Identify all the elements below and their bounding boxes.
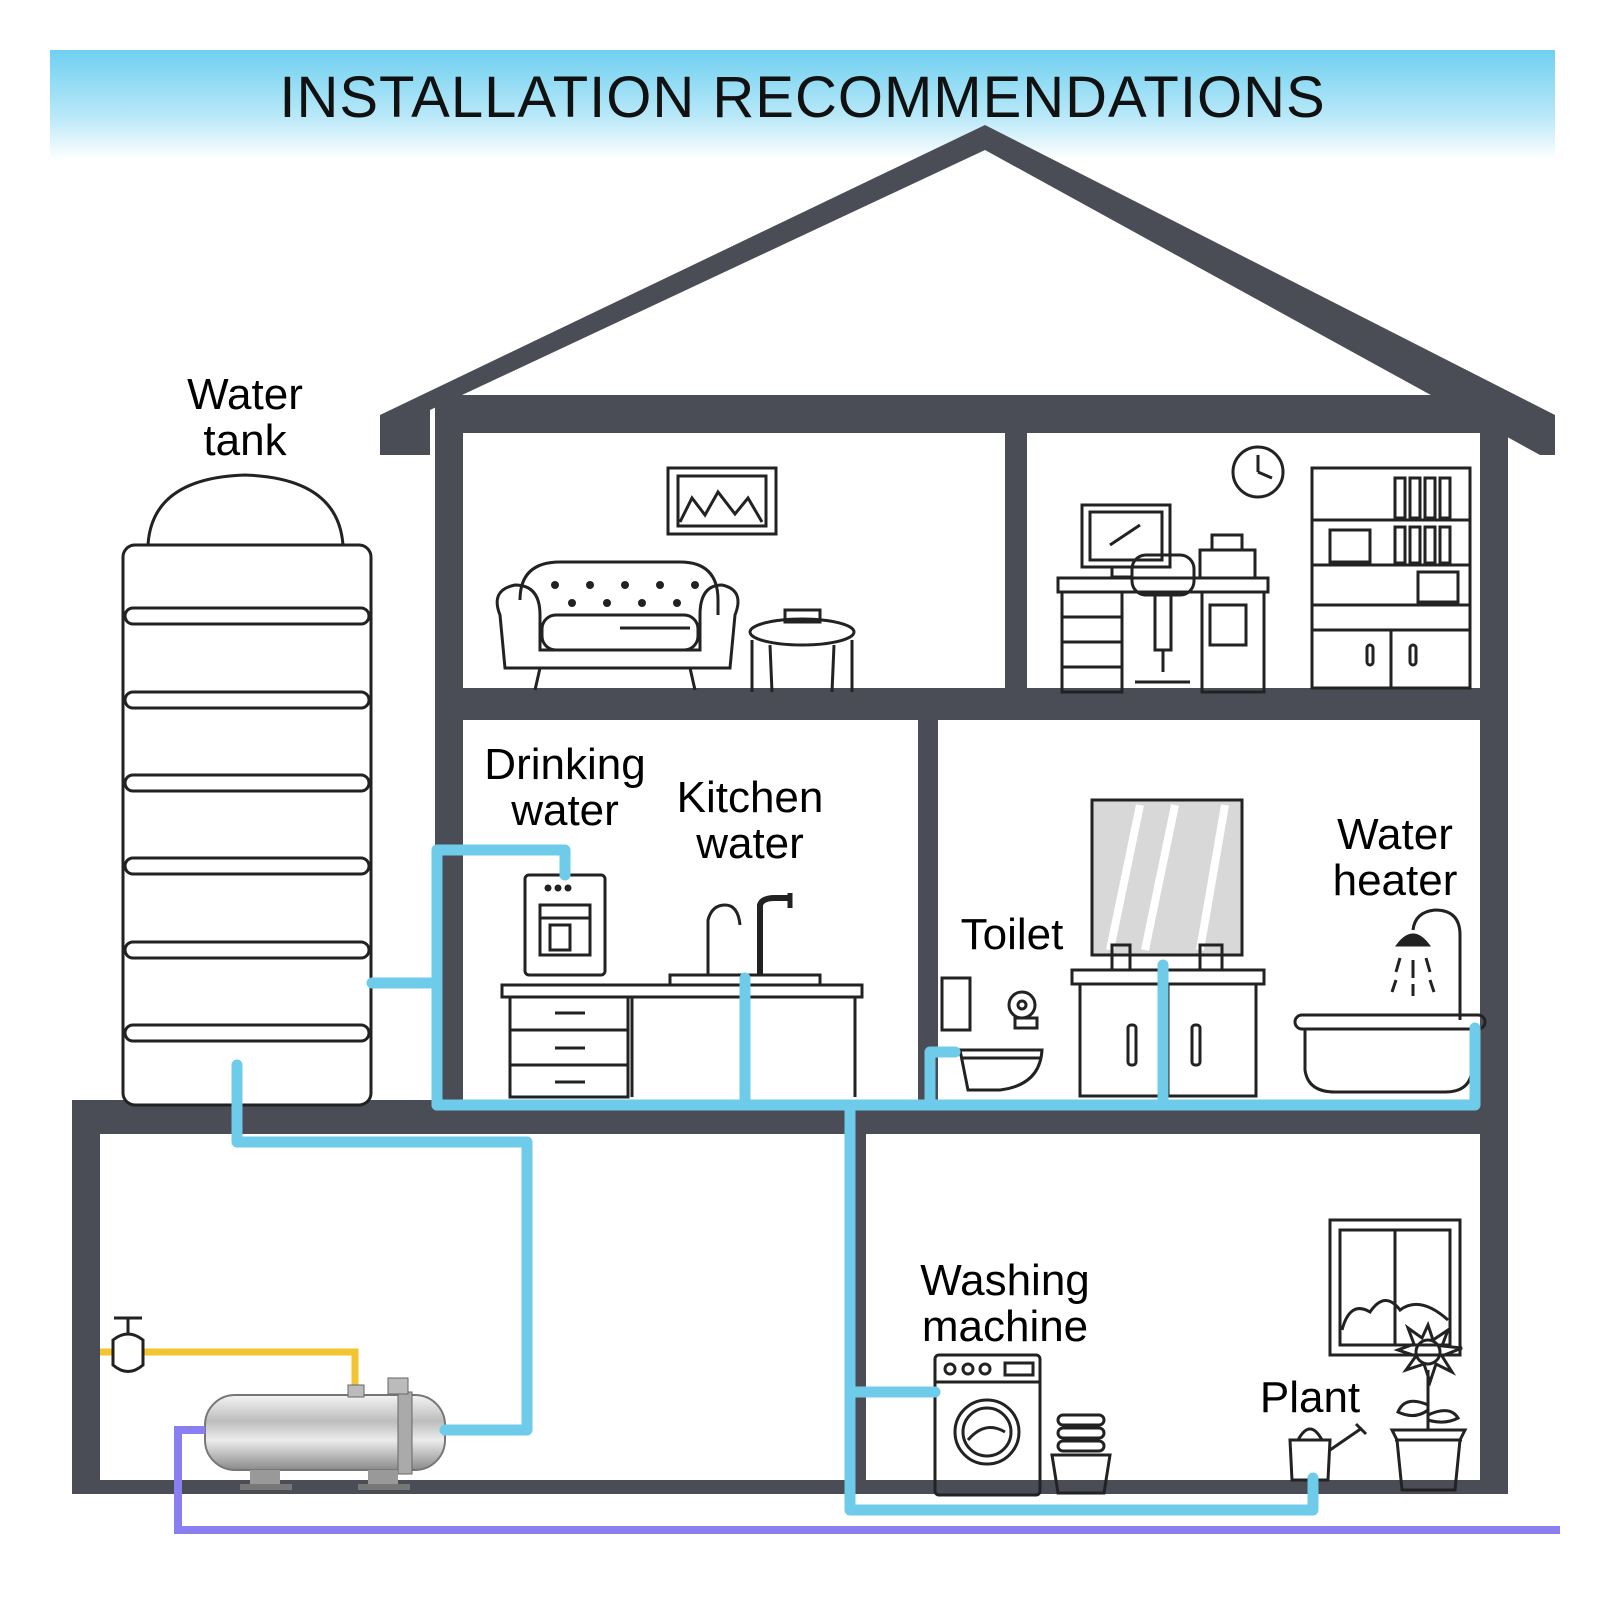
washing-machine-icon [933, 1353, 1042, 1497]
label-plant: Plant [1259, 1373, 1361, 1422]
page-title: INSTALLATION RECOMMENDATIONS [279, 65, 1326, 130]
flower-pot-icon [1389, 1320, 1468, 1492]
printer-icon [1198, 533, 1257, 580]
kitchen-cabinet-icon [500, 973, 864, 1099]
window-icon [1328, 1218, 1462, 1357]
mirror-icon [1090, 798, 1244, 957]
toilet-paper-icon [1007, 990, 1039, 1030]
filter-tank-icon [204, 1377, 446, 1490]
office-chair-icon [1130, 553, 1196, 684]
drain-pipe [174, 1426, 1560, 1534]
label-washing-machine: Washing machine [920, 1256, 1090, 1351]
label-toilet: Toilet [960, 910, 1064, 959]
kitchen-room [500, 873, 864, 1099]
label-kitchen-water: Kitchen water [676, 773, 824, 868]
side-table-icon [748, 608, 856, 693]
toilet-icon [940, 976, 1044, 1092]
valve-icon [111, 1316, 145, 1373]
title-banner: INSTALLATION RECOMMENDATIONS [50, 50, 1555, 160]
house-walls [72, 395, 1508, 1494]
office-room [1056, 445, 1472, 694]
watering-can-icon [1288, 1422, 1368, 1482]
clock-icon [1231, 445, 1285, 499]
laundry-room [933, 1218, 1468, 1497]
laundry-basket-icon [1050, 1413, 1112, 1495]
living-room [495, 466, 856, 693]
label-water-heater: Water heater [1332, 810, 1458, 905]
water-tank-icon [121, 473, 373, 1107]
shower-head-icon [1390, 908, 1462, 1020]
computer-icon [1080, 503, 1172, 579]
bathtub-icon [1293, 1013, 1487, 1094]
desk-icon [1056, 576, 1270, 694]
sofa-icon [495, 560, 740, 691]
water-supply-pipes [231, 844, 1481, 1516]
bookshelf-icon [1310, 466, 1472, 690]
label-water-tank: Water tank [187, 370, 303, 465]
water-dispenser-icon [523, 873, 607, 977]
picture-frame-icon [666, 466, 778, 536]
bathroom-room [940, 798, 1487, 1098]
inlet-pipe [100, 1348, 359, 1392]
label-drinking-water: Drinking water [484, 740, 646, 835]
faucet-icon [706, 893, 793, 975]
